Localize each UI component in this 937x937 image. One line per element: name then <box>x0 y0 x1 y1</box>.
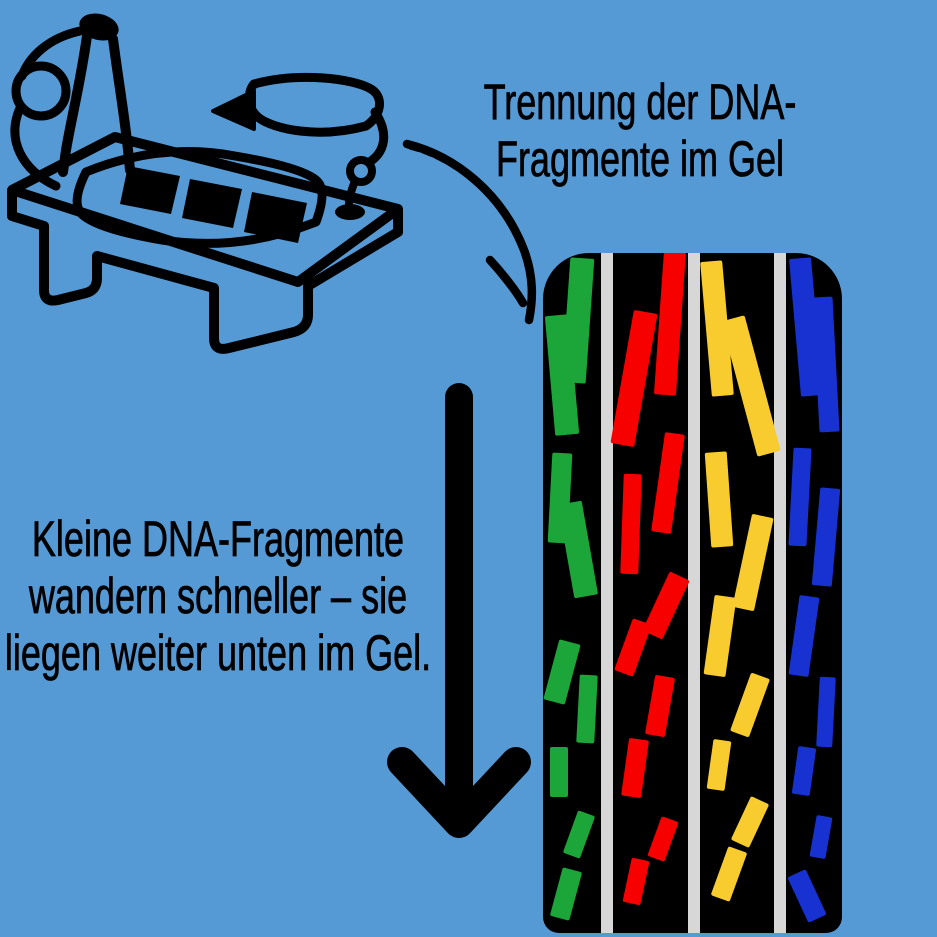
lane-divider <box>774 253 786 933</box>
dna-band-green <box>550 747 568 797</box>
pipette-icon <box>211 72 389 220</box>
dna-band-green <box>562 809 596 859</box>
gel-tray-icon <box>7 132 403 354</box>
dna-band-red <box>621 737 649 799</box>
curved-arrow-icon <box>402 139 537 325</box>
dna-band-blue <box>787 869 827 923</box>
dna-band-red <box>622 857 650 905</box>
dna-band-green <box>576 674 598 744</box>
caption-line: Trennung der DNA- <box>483 74 797 131</box>
dna-band-red <box>620 473 642 575</box>
caption-line: Kleine DNA-Fragmente <box>31 511 405 568</box>
dna-band-yellow <box>710 846 748 902</box>
dna-band-blue <box>788 447 812 547</box>
dna-band-yellow <box>706 738 732 792</box>
dna-band-blue <box>809 814 833 860</box>
dna-band-blue <box>791 745 817 797</box>
dna-band-yellow <box>704 450 734 548</box>
dna-band-red <box>653 253 687 396</box>
caption-line: Fragmente im Gel <box>495 131 785 188</box>
caption-gel-separation: Trennung der DNA- Fragmente im Gel <box>424 74 856 188</box>
caption-small-fragments: Kleine DNA-Fragmente wandern schneller –… <box>2 511 434 682</box>
sample-wells-icon <box>120 166 307 243</box>
power-cable-loop-icon <box>10 26 85 191</box>
caption-line: liegen weiter unten im Gel. <box>4 625 432 682</box>
dna-band-blue <box>812 296 840 432</box>
caption-line: wandern schneller – sie <box>28 568 408 625</box>
dna-band-yellow <box>703 594 737 678</box>
dna-band-green <box>543 639 581 705</box>
dna-band-red <box>651 432 685 534</box>
dna-band-green <box>557 500 599 598</box>
reservoir-icon <box>58 13 135 177</box>
dna-band-blue <box>816 676 836 748</box>
dna-band-yellow <box>732 513 774 611</box>
down-arrow-icon <box>387 383 531 838</box>
gel-electrophoresis-chamber-icon <box>7 13 403 354</box>
dna-band-yellow <box>730 796 770 848</box>
dna-band-red <box>614 617 652 677</box>
dna-band-yellow <box>730 672 770 738</box>
lane-divider <box>688 253 700 933</box>
lane-divider <box>601 253 613 933</box>
dna-band-red <box>610 309 658 447</box>
dna-band-green <box>549 867 583 921</box>
dna-band-red <box>644 674 676 738</box>
dna-band-blue <box>788 594 820 678</box>
dna-band-blue <box>811 487 841 587</box>
sample-drop-icon <box>335 204 365 220</box>
gel <box>543 253 842 933</box>
dna-band-red <box>647 816 679 862</box>
